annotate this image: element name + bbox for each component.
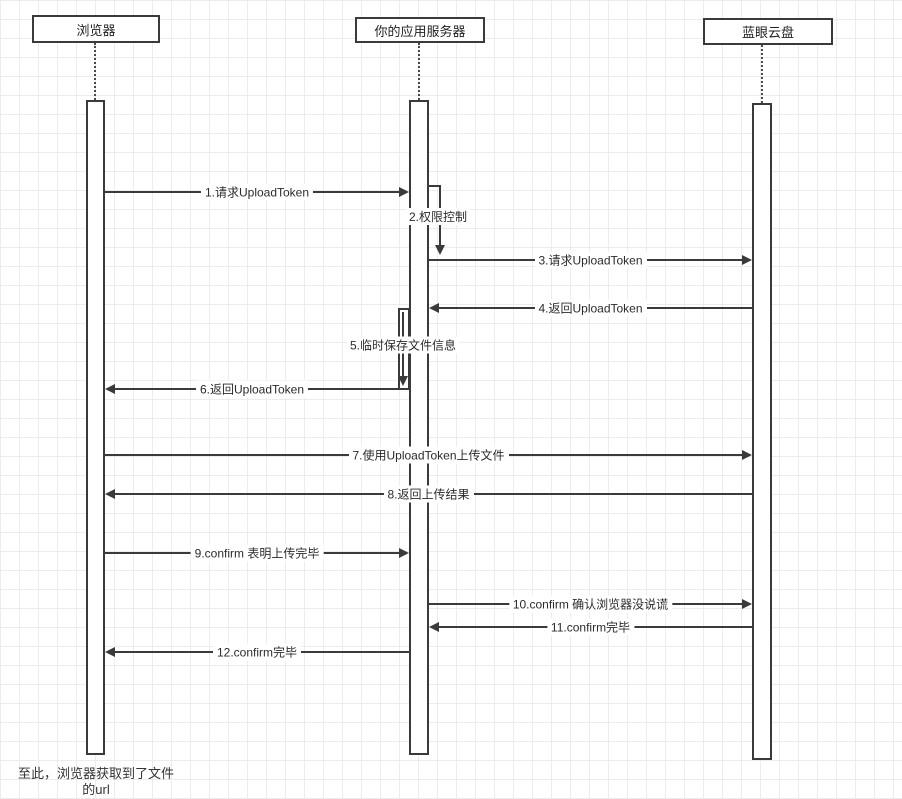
message-label-8: 8.返回上传结果 (383, 485, 474, 503)
lifeline-dotted-browser (94, 43, 96, 100)
message-label-2: 2.权限控制 (406, 208, 471, 225)
activation-bar-app-server (409, 100, 429, 755)
arrowhead-left-icon (105, 647, 115, 657)
message-arrow-9: 9.confirm 表明上传完毕 (105, 544, 409, 562)
arrowhead-left-icon (429, 303, 439, 313)
lifeline-dotted-cloud-drive (761, 45, 763, 103)
message-label-7: 7.使用UploadToken上传文件 (348, 446, 509, 464)
message-arrow-1: 1.请求UploadToken (105, 183, 409, 201)
arrowhead-left-icon (105, 489, 115, 499)
arrowhead-right-icon (742, 255, 752, 265)
message-label-12: 12.confirm完毕 (212, 643, 302, 661)
activation-bar-cloud-drive (752, 103, 772, 760)
self-message-2-stub (429, 185, 441, 187)
arrowhead-right-icon (399, 548, 409, 558)
arrowhead-right-icon (742, 599, 752, 609)
actor-label-app-server: 你的应用服务器 (374, 23, 466, 39)
actor-label-cloud-drive: 蓝眼云盘 (741, 25, 794, 40)
message-arrow-6: 6.返回UploadToken (105, 380, 399, 398)
message-label-11: 11.confirm完毕 (546, 618, 635, 636)
diagram-footnote: 至此，浏览器获取到了文件 的url (17, 766, 174, 797)
message-arrow-7: 7.使用UploadToken上传文件 (105, 446, 752, 464)
message-arrow-12: 12.confirm完毕 (105, 643, 409, 661)
actor-box-cloud-drive: 蓝眼云盘 (703, 18, 833, 45)
arrowhead-left-icon (429, 622, 439, 632)
actor-label-browser: 浏览器 (76, 22, 116, 38)
arrowhead-right-icon (742, 450, 752, 460)
message-arrow-8: 8.返回上传结果 (105, 485, 752, 503)
message-arrow-10: 10.confirm 确认浏览器没说谎 (429, 595, 752, 613)
message-label-3: 3.请求UploadToken (534, 251, 647, 269)
arrowhead-down-icon (398, 376, 408, 386)
message-label-1: 1.请求UploadToken (200, 183, 314, 201)
activation-bar-browser (86, 100, 105, 755)
message-label-5: 5.临时保存文件信息 (346, 336, 460, 354)
message-arrow-11: 11.confirm完毕 (429, 618, 752, 636)
message-arrow-4: 4.返回UploadToken (429, 299, 752, 317)
actor-box-browser: 浏览器 (32, 15, 160, 43)
arrowhead-down-icon (435, 245, 445, 255)
message-arrow-3: 3.请求UploadToken (429, 251, 752, 269)
message-label-4: 4.返回UploadToken (534, 299, 647, 317)
actor-box-app-server: 你的应用服务器 (355, 17, 485, 43)
arrowhead-left-icon (105, 384, 115, 394)
lifeline-dotted-app-server (418, 43, 420, 100)
message-label-9: 9.confirm 表明上传完毕 (190, 544, 324, 562)
message-label-10: 10.confirm 确认浏览器没说谎 (508, 595, 673, 613)
message-label-6: 6.返回UploadToken (195, 380, 309, 398)
arrowhead-right-icon (399, 187, 409, 197)
